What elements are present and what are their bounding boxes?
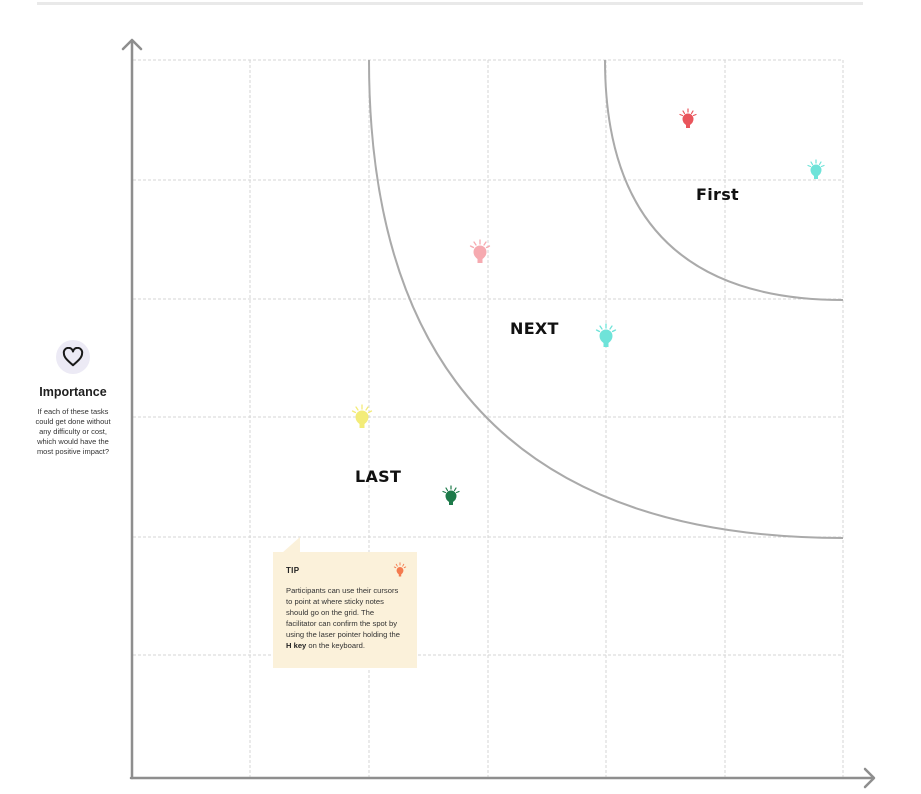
lightbulb-icon bbox=[393, 562, 407, 583]
tip-body-hotkey: H key bbox=[286, 641, 307, 650]
idea-lightbulb-teal-top[interactable] bbox=[807, 159, 825, 179]
tip-note[interactable]: TIP Participants can use their cursors t… bbox=[273, 552, 417, 668]
zone-label-last: LAST bbox=[355, 467, 402, 486]
idea-lightbulb-yellow[interactable] bbox=[351, 404, 373, 428]
tip-body: Participants can use their cursors to po… bbox=[286, 585, 405, 651]
x-axis-arrowhead bbox=[863, 767, 876, 789]
idea-lightbulb-green[interactable] bbox=[442, 485, 460, 505]
y-axis-description: If each of these tasks could get done wi… bbox=[35, 407, 111, 456]
idea-lightbulb-teal-mid[interactable] bbox=[595, 323, 617, 347]
grid-lines bbox=[133, 59, 844, 777]
y-axis-panel: Importance If each of these tasks could … bbox=[22, 340, 124, 457]
zone-label-next: NEXT bbox=[510, 319, 559, 338]
idea-lightbulb-red[interactable] bbox=[679, 108, 697, 128]
first-boundary-curve bbox=[604, 59, 844, 301]
next-boundary-curve bbox=[368, 59, 844, 539]
zone-label-first: First bbox=[696, 185, 739, 204]
tip-body-text: Participants can use their cursors to po… bbox=[286, 586, 400, 639]
top-divider bbox=[37, 2, 863, 5]
tip-title: TIP bbox=[286, 566, 300, 575]
tip-body-suffix: on the keyboard. bbox=[306, 641, 365, 650]
axes bbox=[121, 38, 876, 789]
y-axis-title: Importance bbox=[39, 385, 107, 399]
y-axis-arrowhead bbox=[121, 38, 143, 51]
idea-lightbulb-pink[interactable] bbox=[469, 239, 491, 263]
tip-callout-tail bbox=[282, 537, 300, 553]
heart-icon bbox=[56, 340, 90, 374]
